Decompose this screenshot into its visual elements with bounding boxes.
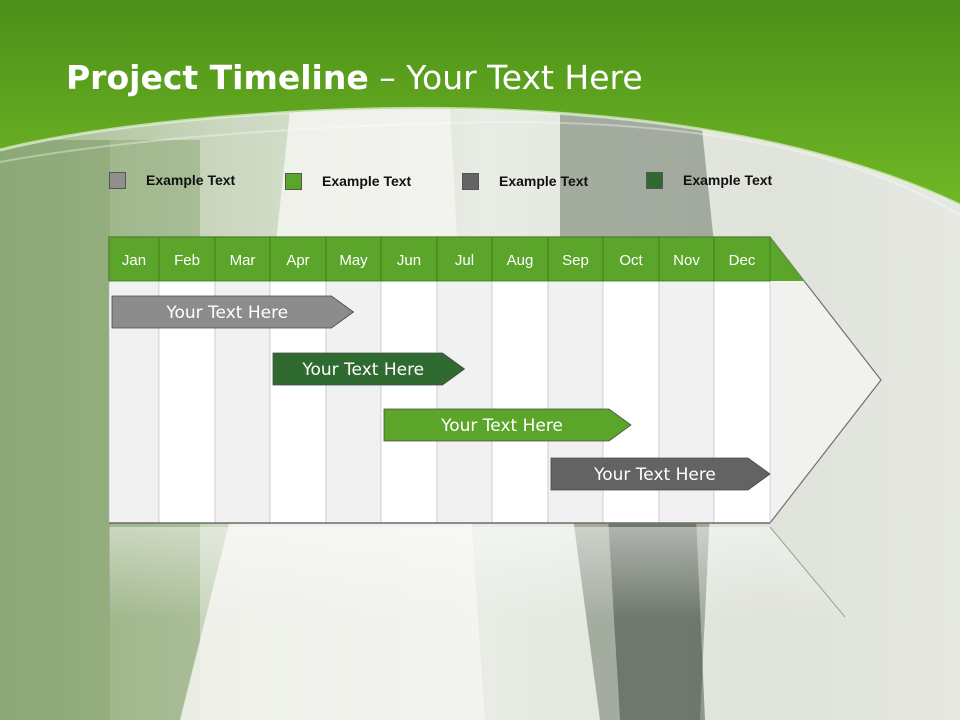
month-header-3 (214, 236, 271, 282)
month-header-12 (713, 236, 771, 282)
month-header-9 (547, 236, 604, 282)
month-label-10: Oct (619, 252, 643, 269)
month-label-4: Apr (286, 252, 309, 269)
month-header-2 (158, 236, 216, 282)
timeline-reflection (108, 526, 848, 620)
task-shape-3 (383, 408, 632, 442)
legend-label-3: Example Text (499, 173, 589, 189)
month-header-1 (108, 236, 160, 282)
month-column-7 (436, 280, 493, 524)
task-bar-2: Your Text Here (272, 352, 466, 386)
legend-label-4: Example Text (683, 172, 773, 188)
reflection-edge-right (769, 526, 846, 618)
month-column-8 (491, 280, 549, 524)
month-label-5: May (339, 252, 368, 269)
task-label-1: Your Text Here (165, 303, 288, 323)
title-rest: – Your Text Here (368, 58, 643, 97)
task-shape-4 (550, 457, 771, 491)
legend-swatch-2 (285, 173, 302, 190)
legend-swatch-3 (462, 173, 479, 190)
month-label-11: Nov (673, 252, 700, 269)
timeline-header: Jan Feb Mar Apr May Jun Jul Aug Sep Oct Nov Dec (108, 236, 805, 282)
legend-swatch-4 (646, 172, 663, 189)
month-label-1: Jan (122, 252, 146, 269)
month-header-4 (269, 236, 327, 282)
month-label-6: Jun (397, 252, 421, 269)
task-label-2: Your Text Here (301, 360, 424, 380)
legend-label-2: Example Text (322, 173, 412, 189)
task-bar-3: Your Text Here (383, 408, 632, 442)
month-header-5 (325, 236, 382, 282)
month-header-10 (602, 236, 660, 282)
task-shape-2 (272, 352, 466, 386)
task-bar-1: Your Text Here (111, 295, 355, 329)
legend-label-1: Example Text (146, 172, 236, 188)
month-label-8: Aug (507, 252, 534, 269)
task-label-4: Your Text Here (593, 465, 716, 485)
reflection-shape (109, 527, 848, 620)
month-label-2: Feb (174, 252, 200, 269)
month-label-3: Mar (230, 252, 256, 269)
task-bar-4: Your Text Here (550, 457, 771, 491)
month-column-6 (380, 280, 438, 524)
legend-swatch-1 (109, 172, 126, 189)
month-label-7: Jul (455, 252, 474, 269)
month-label-9: Sep (562, 252, 589, 269)
month-header-6 (380, 236, 438, 282)
month-header-7 (436, 236, 493, 282)
title-bold: Project Timeline (66, 58, 369, 97)
month-label-12: Dec (729, 252, 756, 269)
header-tip (770, 237, 805, 281)
task-label-3: Your Text Here (440, 416, 563, 436)
page-title: Project Timeline – Your Text Here (66, 58, 643, 97)
month-header-11 (658, 236, 715, 282)
task-shape-1 (111, 295, 355, 329)
